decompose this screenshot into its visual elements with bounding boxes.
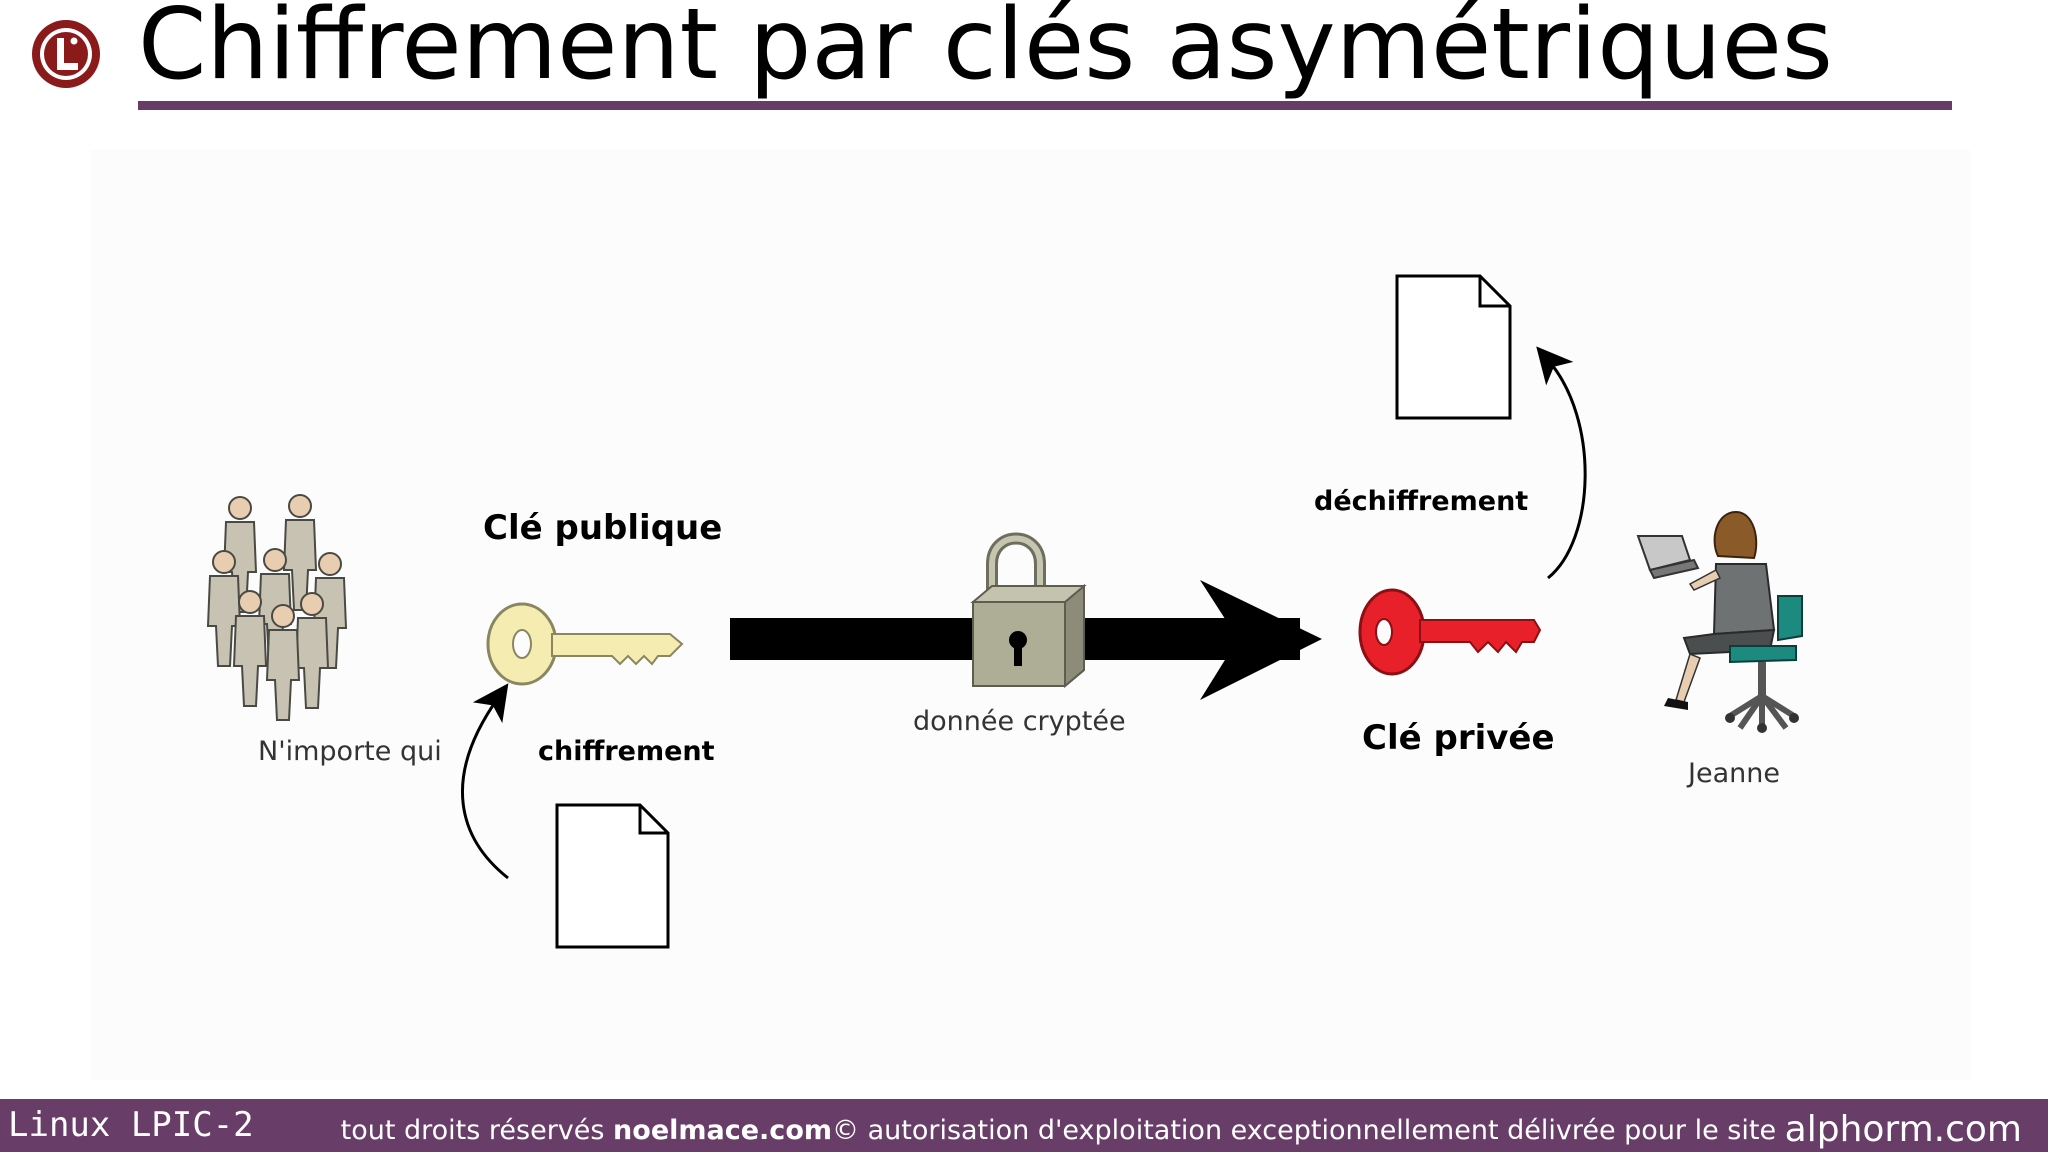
encrypt-label: chiffrement <box>538 736 715 767</box>
rights-prefix: tout droits réservés <box>340 1115 614 1146</box>
site-name: alphorm.com <box>1784 1109 2022 1150</box>
rights-brand: noelmace.com <box>613 1115 832 1146</box>
document-icon <box>555 803 670 949</box>
diagram-canvas <box>206 274 1803 949</box>
decrypt-arrow <box>1536 346 1587 580</box>
slide-title: Chiffrement par clés asymétriques <box>138 0 1833 102</box>
crowd-icon <box>206 494 348 721</box>
decrypt-label: déchiffrement <box>1314 486 1529 517</box>
asymmetric-encryption-diagram: N'importe qui Clé publique chiffrement d… <box>90 150 1970 1080</box>
title-underline <box>138 101 1952 110</box>
document-icon <box>1395 274 1512 420</box>
padlock-icon <box>970 532 1087 689</box>
sender-label: N'importe qui <box>258 736 442 767</box>
rights-suffix: © autorisation d'exploitation exceptionn… <box>832 1115 1785 1146</box>
encrypt-arrow <box>461 683 509 880</box>
footer-bar: Linux LPIC-2 tout droits réservés noelma… <box>0 1099 2048 1152</box>
private-key-icon <box>1358 588 1542 676</box>
course-name: Linux LPIC-2 <box>8 1105 254 1145</box>
person-laptop-icon <box>1636 510 1803 733</box>
copyright-notice: tout droits réservés noelmace.com© autor… <box>340 1107 2022 1150</box>
lpi-logo-icon <box>32 20 100 88</box>
public-key-icon <box>486 602 684 686</box>
encrypted-data-label: donnée cryptée <box>913 706 1126 737</box>
public-key-label: Clé publique <box>483 508 723 548</box>
private-key-label: Clé privée <box>1362 718 1555 758</box>
recipient-label: Jeanne <box>1688 758 1780 789</box>
